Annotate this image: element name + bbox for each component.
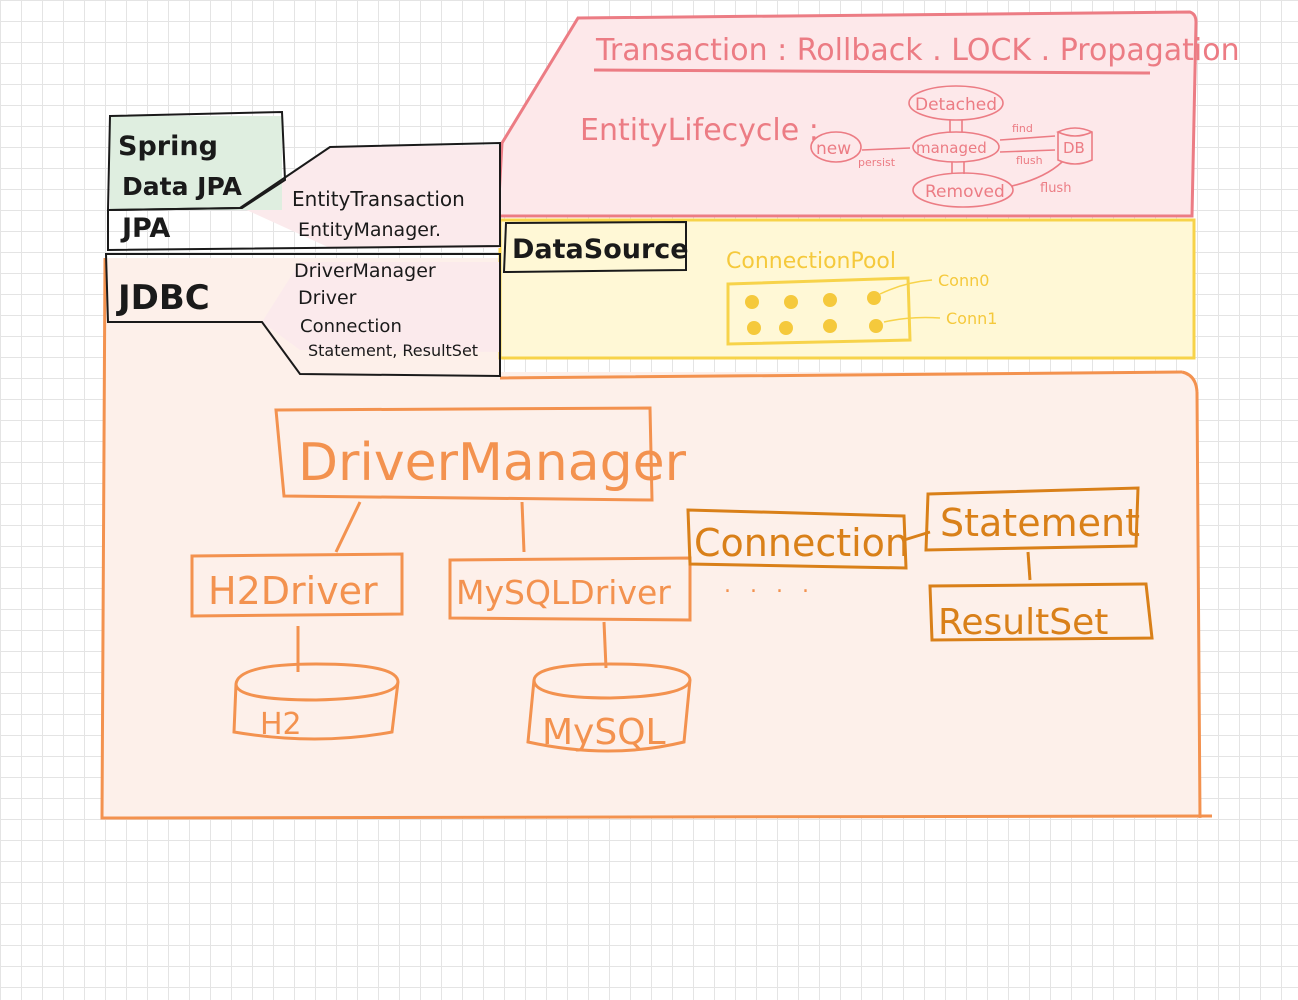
edge-flush-label-2: flush xyxy=(1040,181,1071,196)
pool-connection-dot xyxy=(867,291,881,305)
jdbc-region xyxy=(100,257,1213,820)
edge-new-managed xyxy=(861,147,911,151)
jdbc-label: JDBC xyxy=(116,278,210,318)
link-statement-resultset xyxy=(1026,551,1032,581)
mysql-driver-label: MySQLDriver xyxy=(456,573,671,612)
spring-data-jpa-box xyxy=(106,110,287,212)
pool-connection-dot xyxy=(745,295,759,309)
db-node xyxy=(1056,127,1093,165)
datasource-box xyxy=(502,220,687,274)
jpa-box xyxy=(107,141,501,252)
mysql-db-cylinder xyxy=(526,662,692,753)
jpa-band xyxy=(240,145,500,248)
jdbc-item-driver: Driver xyxy=(298,287,357,309)
edge-find-label: find xyxy=(1012,122,1033,135)
resultset-box xyxy=(928,582,1154,642)
conn0-label: Conn0 xyxy=(938,271,989,290)
transaction-title: Transaction : Rollback . LOCK . Propagat… xyxy=(595,33,1240,68)
pool-connection-dot xyxy=(823,319,837,333)
conn1-label: Conn1 xyxy=(946,309,997,328)
ellipsis-more-drivers: . . . . xyxy=(724,573,815,598)
edge-flush-label: flush xyxy=(1016,154,1043,167)
link-dm-h2 xyxy=(334,501,362,553)
driver-manager-box xyxy=(274,406,654,502)
state-managed-node xyxy=(912,131,1000,163)
entity-lifecycle-label: EntityLifecycle : xyxy=(580,113,819,148)
state-managed: managed xyxy=(916,139,987,157)
pool-connection-dot xyxy=(869,319,883,333)
connection-pool xyxy=(726,276,941,346)
edge-managed-removed xyxy=(951,162,965,174)
h2-db-cylinder xyxy=(232,662,400,741)
mysql-db-label: MySQL xyxy=(542,712,666,753)
jdbc-item-connection: Connection xyxy=(300,316,402,337)
state-new-node xyxy=(810,131,862,163)
state-removed-node xyxy=(912,172,1014,208)
h2-driver-label: H2Driver xyxy=(208,569,378,613)
jdbc-item-statement-resultset: Statement, ResultSet xyxy=(308,341,478,360)
pool-connection-dot xyxy=(747,321,761,335)
mysql-driver-box xyxy=(448,556,692,622)
state-db: DB xyxy=(1063,139,1085,157)
spring-label: Spring xyxy=(118,131,218,162)
pool-connection-dot xyxy=(823,293,837,307)
connection-shapes xyxy=(686,486,1154,642)
edge-managed-detached xyxy=(949,120,963,132)
pool-connection-dot xyxy=(784,295,798,309)
jpa-label: JPA xyxy=(120,213,170,244)
entity-lifecycle-diagram xyxy=(810,85,1093,208)
jpa-item-entity-transaction: EntityTransaction xyxy=(292,187,465,211)
state-new: new xyxy=(816,139,851,159)
statement-label: Statement xyxy=(940,501,1140,545)
datasource-label: DataSource xyxy=(512,234,689,265)
jdbc-band xyxy=(262,262,500,352)
jdbc-box xyxy=(104,253,501,378)
connection-label: Connection xyxy=(694,521,909,565)
driver-manager-label: DriverManager xyxy=(298,433,687,493)
edge-removed-db xyxy=(1011,161,1063,187)
connection-box xyxy=(686,508,908,570)
state-removed: Removed xyxy=(925,182,1005,202)
resultset-label: ResultSet xyxy=(938,602,1108,643)
jdbc-detail-shapes xyxy=(190,406,692,753)
link-dm-mysql xyxy=(520,501,526,553)
state-detached: Detached xyxy=(915,95,997,115)
h2-db-label: H2 xyxy=(260,707,302,742)
connection-pool-label: ConnectionPool xyxy=(726,249,896,274)
pool-connection-dot xyxy=(779,321,793,335)
edge-managed-db xyxy=(999,135,1056,141)
transaction-region xyxy=(496,10,1198,218)
jdbc-item-driver-manager: DriverManager xyxy=(294,260,436,282)
statement-box xyxy=(924,486,1140,552)
edge-persist-label: persist xyxy=(858,156,896,169)
state-detached-node xyxy=(908,85,1004,121)
link-mysqldriver-db xyxy=(602,621,608,669)
edge-db-managed xyxy=(999,149,1056,153)
jpa-item-entity-manager: EntityManager. xyxy=(298,219,441,241)
data-jpa-label: Data JPA xyxy=(122,172,242,201)
h2-driver-box xyxy=(190,552,404,618)
